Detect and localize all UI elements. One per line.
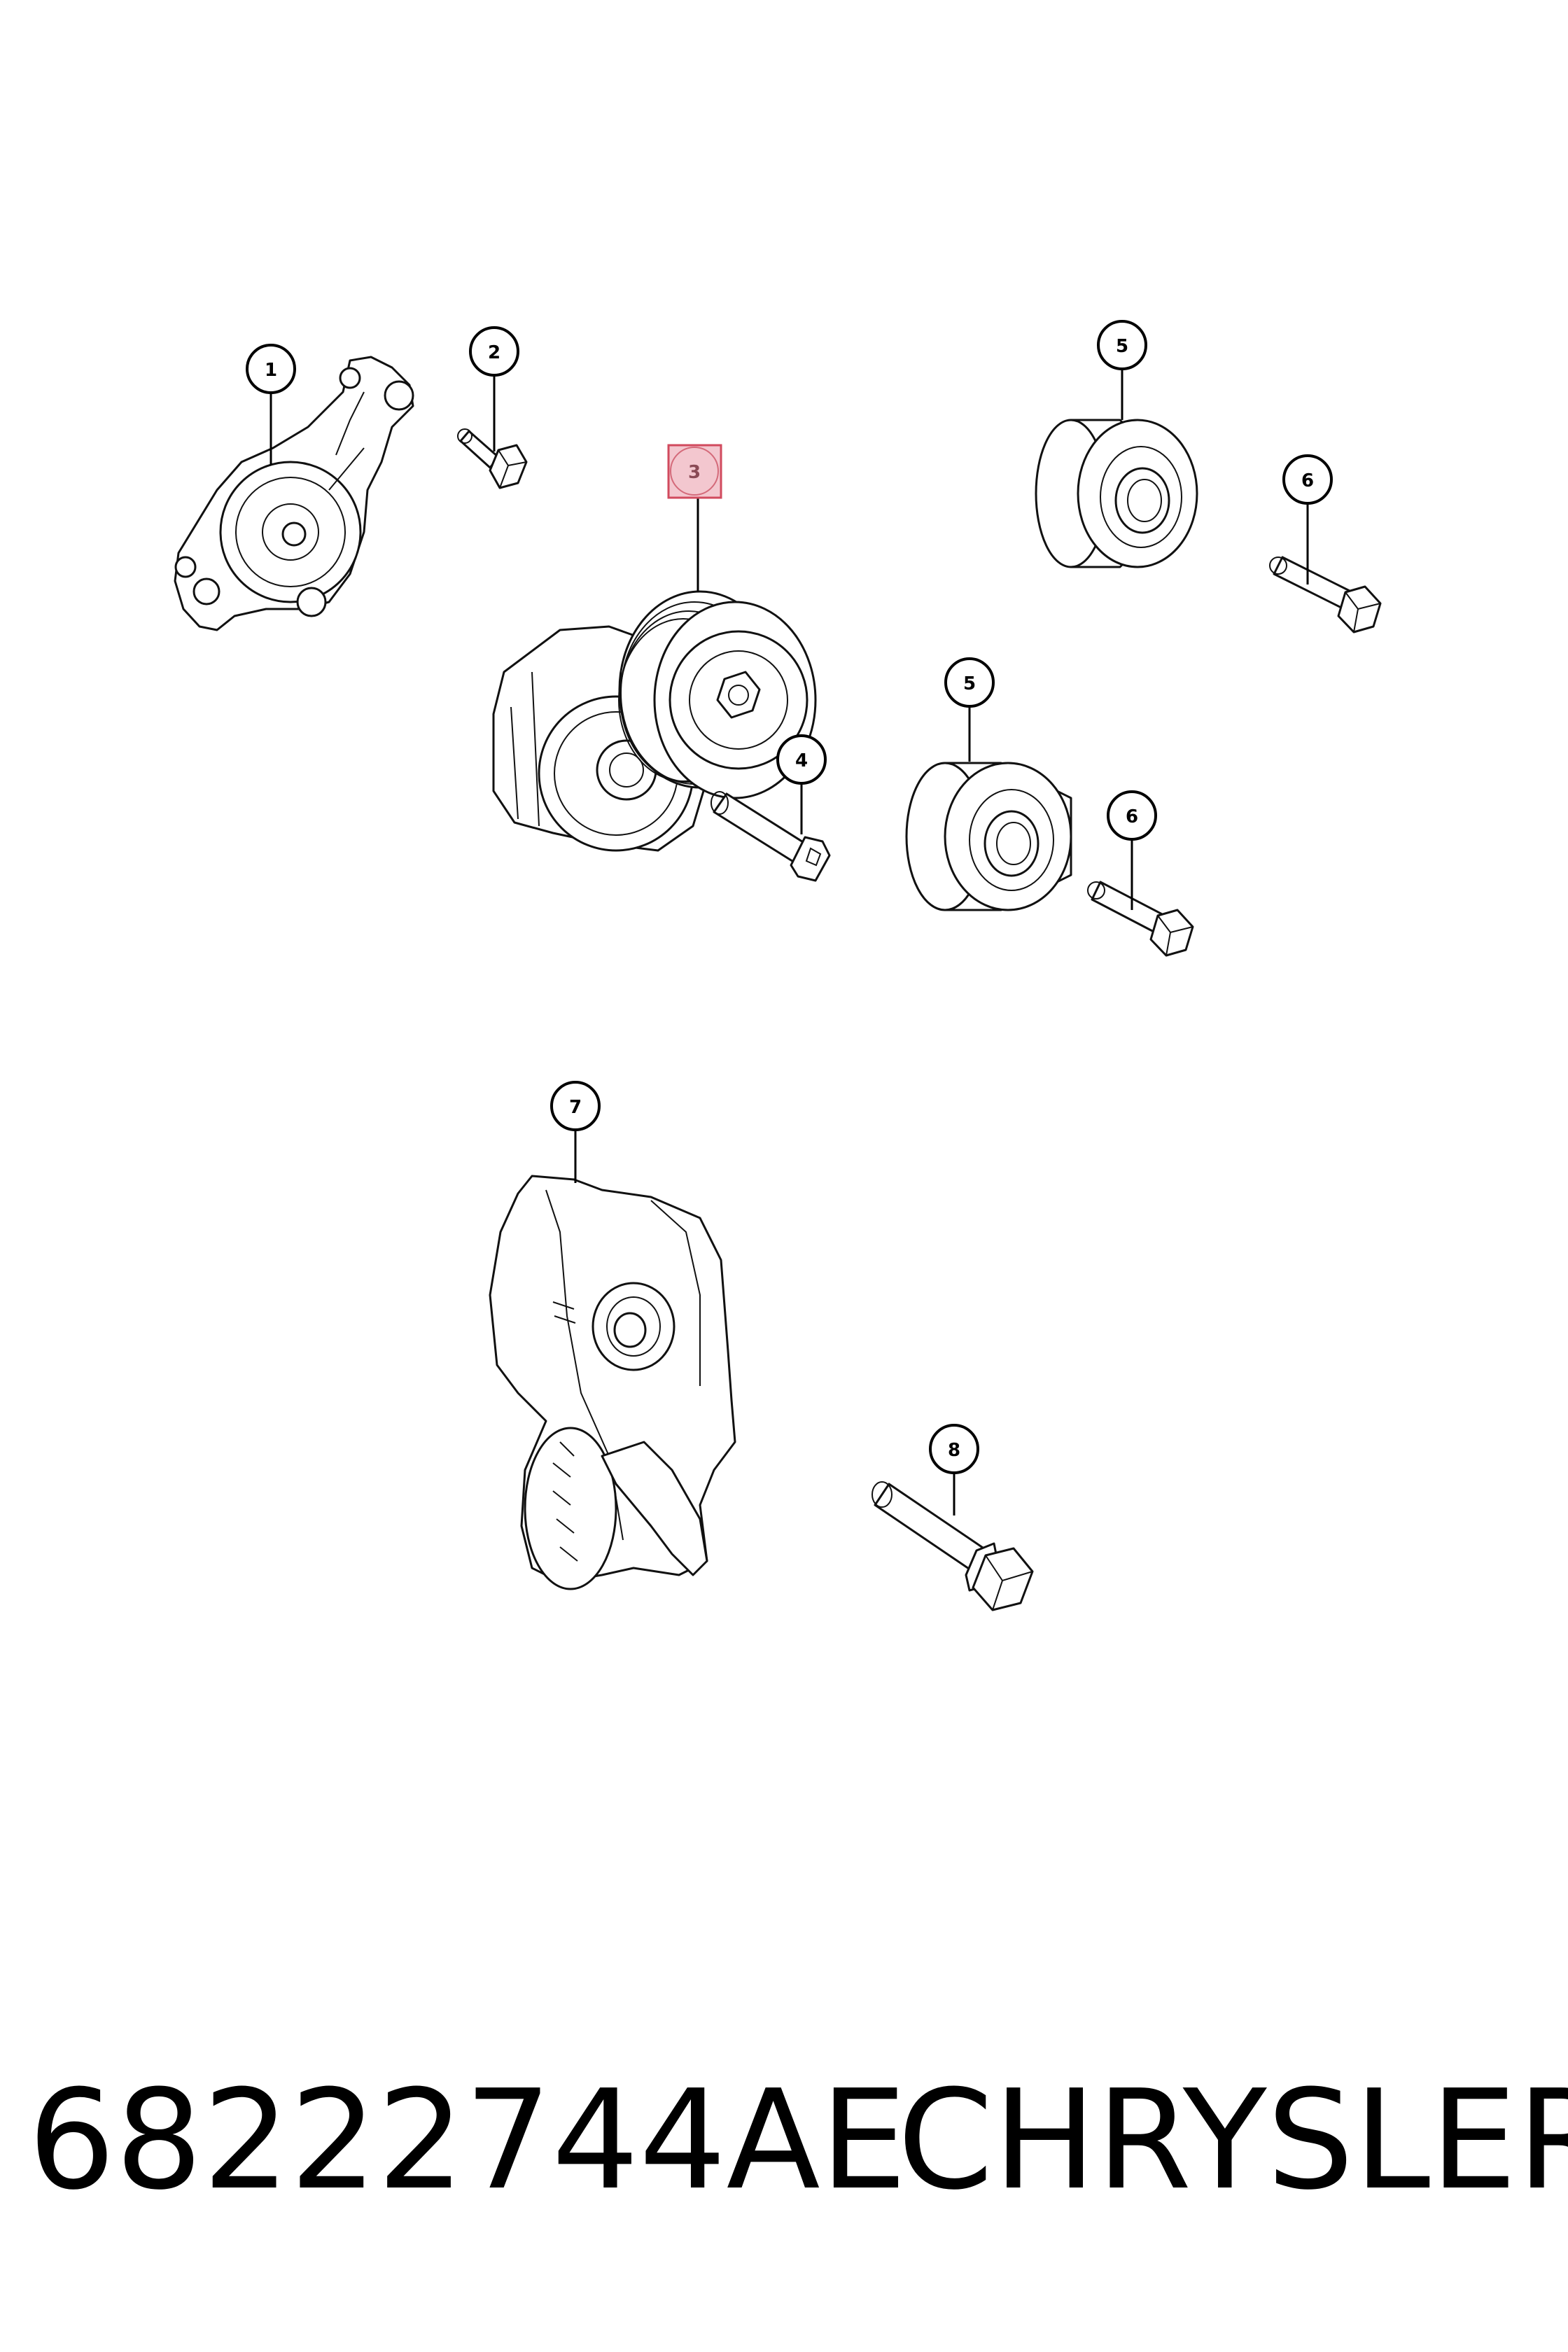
part-5-idler-pulley-lower [905, 762, 1072, 911]
svg-text:3: 3 [688, 462, 701, 483]
svg-text:2: 2 [488, 342, 500, 363]
callout-5-lower: 5 [944, 657, 995, 708]
part-3-belt-tensioner [492, 590, 817, 852]
svg-text:5: 5 [1116, 336, 1128, 357]
svg-text:7: 7 [569, 1097, 582, 1118]
part-number-caption: 68222744AE [28, 2061, 907, 2220]
part-8-bolt [872, 1481, 1034, 1611]
callout-8: 8 [929, 1424, 979, 1474]
callout-2: 2 [469, 326, 519, 377]
callout-1: 1 [246, 344, 296, 394]
part-5-idler-pulley-upper [1035, 419, 1198, 568]
svg-text:6: 6 [1126, 806, 1138, 827]
callout-5-upper: 5 [1097, 320, 1147, 370]
svg-text:4: 4 [795, 750, 808, 771]
callout-4: 4 [776, 734, 827, 785]
brand-caption: CHRYSLER [897, 2061, 1568, 2220]
part-2-bolt [457, 428, 528, 489]
part-4-bolt [710, 791, 831, 882]
callout-6-lower: 6 [1107, 790, 1157, 841]
svg-text:8: 8 [948, 1440, 960, 1461]
callout-3-highlight: 3 [667, 444, 722, 499]
part-6-bolt-lower [1087, 881, 1194, 957]
svg-text:5: 5 [963, 673, 976, 694]
part-1-bracket [174, 356, 414, 631]
part-7-tensioner-arm [489, 1175, 736, 1590]
part-6-bolt-upper [1269, 556, 1382, 634]
callout-6-upper: 6 [1282, 454, 1333, 505]
callout-7: 7 [550, 1081, 601, 1131]
svg-text:1: 1 [265, 360, 277, 381]
svg-text:6: 6 [1301, 470, 1314, 491]
